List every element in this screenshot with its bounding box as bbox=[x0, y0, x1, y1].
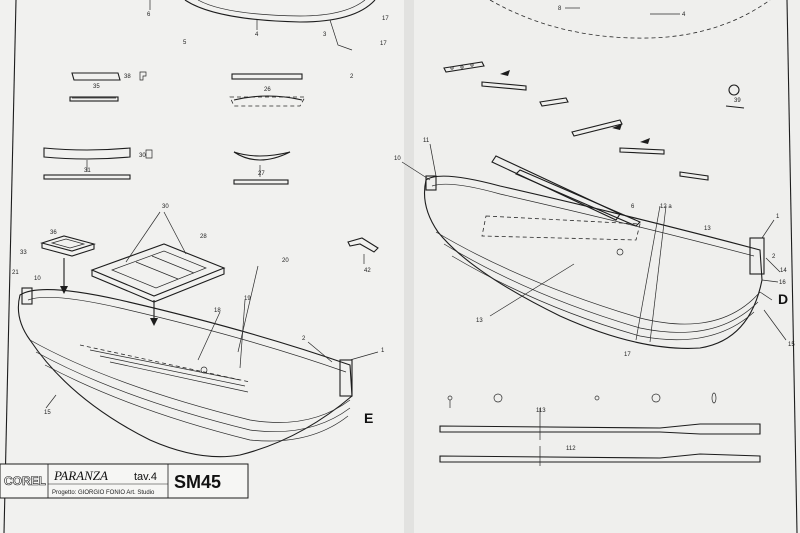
part-label-6b: 6 bbox=[631, 204, 635, 210]
title-block bbox=[0, 463, 249, 499]
sheet-number: tav.4 bbox=[134, 471, 157, 483]
part-label-30b: 30 bbox=[162, 204, 169, 210]
binding-fold bbox=[404, 0, 414, 533]
part-label-4: 4 bbox=[255, 32, 259, 38]
part-label-17b: 17 bbox=[380, 41, 387, 47]
part-label-2c: 2 bbox=[772, 254, 776, 260]
small-part-27 bbox=[233, 151, 291, 185]
part-label-18: 18 bbox=[214, 308, 221, 314]
designer-prefix: Progetto: bbox=[52, 490, 77, 496]
left-page-border bbox=[3, 0, 17, 533]
part-label-17a: 17 bbox=[382, 16, 389, 22]
part-label-11: 11 bbox=[423, 138, 430, 144]
part-label-13a: 13 bbox=[704, 226, 711, 232]
part-label-17c: 17 bbox=[624, 352, 631, 358]
part-label-2: 2 bbox=[350, 74, 354, 80]
boat-view-e bbox=[17, 265, 379, 458]
top-hull-fragment bbox=[149, 0, 376, 51]
part-label-112: 112 bbox=[566, 446, 576, 452]
part-label-35: 35 bbox=[93, 84, 100, 90]
left-page bbox=[0, 0, 408, 533]
top-arc-fragment bbox=[489, 0, 771, 39]
view-label-e: E bbox=[364, 410, 373, 426]
part-label-42: 42 bbox=[364, 268, 371, 274]
part-label-36: 36 bbox=[50, 230, 57, 236]
part-label-13b: 13 bbox=[476, 318, 483, 324]
part-label-21: 21 bbox=[12, 270, 19, 276]
part-label-19: 19 bbox=[244, 296, 251, 302]
view-label-d: D bbox=[778, 291, 788, 307]
part-label-30: 30 bbox=[139, 153, 146, 159]
part-label-10: 10 bbox=[34, 276, 41, 282]
part-label-33: 33 bbox=[20, 250, 27, 256]
fittings-group bbox=[443, 61, 745, 181]
part-label-4b: 4 bbox=[682, 12, 686, 18]
part-label-1: 1 bbox=[381, 348, 385, 354]
part-label-14: 14 bbox=[780, 268, 787, 274]
part-label-12a: 12 a bbox=[660, 204, 672, 210]
model-name: PARANZA bbox=[53, 468, 108, 483]
small-part-35 bbox=[69, 71, 147, 102]
part-label-10b: 10 bbox=[394, 156, 401, 162]
part-label-39: 39 bbox=[734, 98, 741, 104]
designer-credit: GIORGIO FONIO Art. Studio bbox=[78, 490, 155, 496]
part-label-20: 20 bbox=[282, 258, 289, 264]
part-label-3: 3 bbox=[323, 32, 327, 38]
brand-logo: COREL bbox=[4, 474, 46, 488]
part-label-5: 5 bbox=[183, 40, 187, 46]
oars-detail bbox=[439, 392, 761, 466]
grating-33 bbox=[40, 235, 96, 257]
part-label-26: 26 bbox=[264, 87, 271, 93]
small-part-26 bbox=[229, 73, 306, 107]
part-label-1b: 1 bbox=[776, 214, 780, 220]
part-label-15b: 15 bbox=[788, 342, 795, 348]
part-label-16: 16 bbox=[779, 280, 786, 286]
right-page-border bbox=[786, 0, 798, 533]
boat-view-d bbox=[401, 143, 787, 349]
right-page bbox=[408, 0, 800, 533]
part-label-38: 38 bbox=[124, 74, 131, 80]
small-part-42 bbox=[347, 237, 379, 264]
part-label-8: 8 bbox=[558, 6, 562, 12]
part-label-27: 27 bbox=[258, 171, 265, 177]
part-label-15: 15 bbox=[44, 410, 51, 416]
kit-code: SM45 bbox=[174, 472, 221, 492]
part-label-113: 113 bbox=[536, 408, 546, 414]
part-label-31: 31 bbox=[84, 168, 91, 174]
part-label-2b: 2 bbox=[302, 336, 306, 342]
part-label-6: 6 bbox=[147, 12, 151, 18]
small-part-31 bbox=[43, 147, 153, 180]
part-label-28: 28 bbox=[200, 234, 207, 240]
